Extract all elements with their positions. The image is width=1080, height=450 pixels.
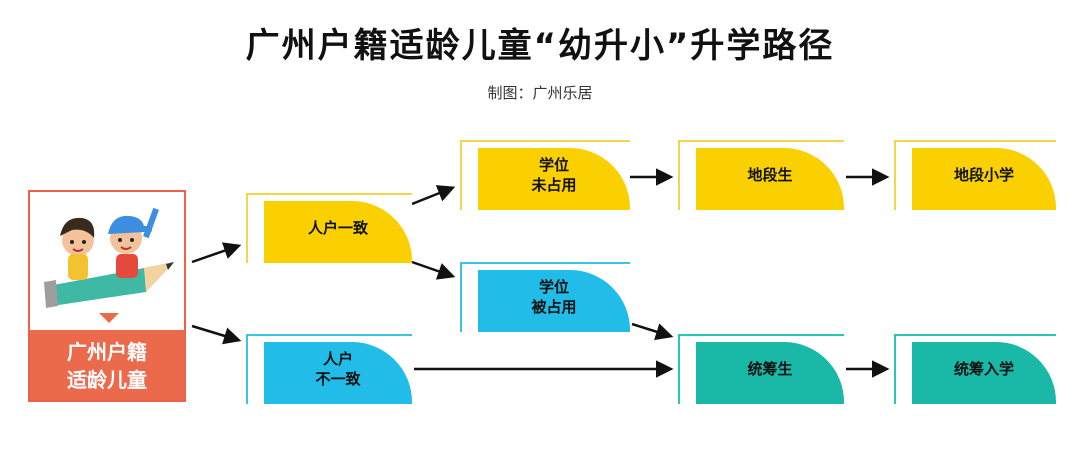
children-pencil-illustration [44,207,174,308]
node-coordinated-student-line1: 统筹生 [747,360,793,378]
node-household-mismatch-line2: 不一致 [315,370,361,388]
arrow-match-to-seatfree [411,185,456,206]
node-household-mismatch: 人户 不一致 [246,334,412,404]
start-card: 广州户籍 适龄儿童 [28,190,186,402]
node-coordinated-admission-line1: 统筹入学 [953,360,1014,378]
node-district-school-line1: 地段小学 [953,166,1014,184]
arrow-match-to-seattaken [411,260,456,280]
node-household-mismatch-line1: 人户 [322,350,353,368]
node-district-student-line1: 地段生 [747,166,793,184]
arrow-start-to-match [191,242,242,264]
node-district-student: 地段生 [678,140,844,210]
node-seat-unoccupied-line1: 学位 [538,156,569,174]
label-notch [99,313,119,323]
arrow-start-to-mismatch [191,324,242,345]
start-label-line2: 适龄儿童 [67,368,147,392]
node-seat-occupied-line2: 被占用 [531,298,577,316]
arrow-seattaken-to-coord [631,322,674,341]
node-coordinated-student: 统筹生 [678,334,844,404]
node-seat-occupied: 学位 被占用 [460,262,630,332]
start-label-line1: 广州户籍 [67,340,147,364]
start-label: 广州户籍 适龄儿童 [30,330,184,400]
node-seat-unoccupied-line2: 未占用 [531,176,577,194]
node-household-match-line1: 人户一致 [307,219,368,237]
page-title: 广州户籍适龄儿童“幼升小”升学路径 [245,26,835,66]
node-seat-unoccupied: 学位 未占用 [460,140,630,210]
node-coordinated-admission: 统筹入学 [894,334,1056,404]
credit-line: 制图：广州乐居 [487,84,593,102]
node-seat-occupied-line1: 学位 [538,278,569,296]
node-district-school: 地段小学 [894,140,1056,210]
node-household-match: 人户一致 [246,193,412,263]
